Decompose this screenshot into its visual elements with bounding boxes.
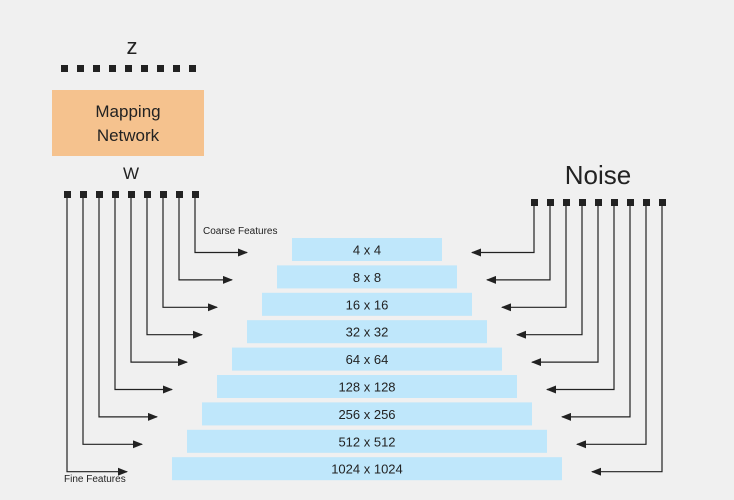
coarse-features-label: Coarse Features [203, 226, 278, 237]
style-arrow [162, 198, 218, 312]
style-arrow [130, 198, 188, 367]
latent-z-label: z [126, 34, 138, 59]
mapping-network-box [52, 90, 204, 156]
noise-arrow [471, 206, 535, 257]
noise-arrow [501, 206, 567, 312]
resolution-label: 16 x 16 [346, 297, 389, 312]
fine-features-label: Fine Features [64, 474, 126, 485]
resolution-block: 64 x 64 [232, 347, 502, 371]
vector-element [144, 191, 151, 198]
style-arrow [98, 198, 158, 421]
vector-element [627, 199, 634, 206]
style-arrow [146, 198, 203, 339]
w-vector [64, 191, 199, 198]
vector-element [141, 65, 148, 72]
resolution-bar [172, 457, 562, 481]
vector-element [579, 199, 586, 206]
w-label: W [122, 164, 140, 183]
noise-arrow [486, 206, 551, 284]
noise-arrow [546, 206, 615, 394]
resolution-bar [217, 375, 517, 398]
resolution-label: 512 x 512 [338, 434, 395, 449]
resolution-block: 1024 x 1024 [172, 457, 562, 481]
vector-element [157, 65, 164, 72]
resolution-block: 256 x 256 [202, 402, 532, 426]
resolution-label: 4 x 4 [353, 243, 381, 258]
resolution-label: 128 x 128 [338, 380, 395, 395]
vector-element [643, 199, 650, 206]
style-arrow [66, 198, 128, 476]
vector-element [160, 191, 167, 198]
vector-element [659, 199, 666, 206]
vector-element [80, 191, 87, 198]
vector-element [547, 199, 554, 206]
noise-vector [531, 199, 666, 206]
vector-element [563, 199, 570, 206]
vector-element [125, 65, 132, 72]
resolution-label: 1024 x 1024 [331, 462, 403, 477]
vector-element [93, 65, 100, 72]
resolution-block: 512 x 512 [187, 429, 547, 453]
vector-element [64, 191, 71, 198]
resolution-bar [292, 238, 442, 261]
resolution-bar [277, 265, 457, 289]
vector-element [189, 65, 196, 72]
noise-arrow [561, 206, 631, 421]
vector-element [611, 199, 618, 206]
resolution-bar [247, 320, 487, 344]
vector-element [77, 65, 84, 72]
resolution-block: 32 x 32 [247, 320, 487, 344]
style-arrow [82, 198, 143, 449]
resolution-bar [187, 429, 547, 453]
resolution-bar [232, 347, 502, 371]
vector-element [595, 199, 602, 206]
mapping-network-label: Mapping Network [95, 102, 161, 145]
vector-element [112, 191, 119, 198]
resolution-label: 8 x 8 [353, 270, 381, 285]
resolution-label: 64 x 64 [346, 352, 389, 367]
resolution-label: 256 x 256 [338, 407, 395, 422]
style-arrow [178, 198, 233, 284]
latent-z-vector [61, 65, 196, 72]
resolution-block: 128 x 128 [217, 375, 517, 398]
vector-element [96, 191, 103, 198]
noise-arrow [591, 206, 663, 476]
vector-element [531, 199, 538, 206]
vector-element [61, 65, 68, 72]
noise-label: Noise [564, 160, 632, 190]
noise-arrow [576, 206, 647, 449]
vector-element [192, 191, 199, 198]
vector-element [176, 191, 183, 198]
resolution-block: 16 x 16 [262, 292, 472, 316]
vector-element [109, 65, 116, 72]
resolution-bar [262, 292, 472, 316]
resolution-block: 4 x 4 [292, 238, 442, 261]
noise-arrow [516, 206, 583, 339]
vector-element [173, 65, 180, 72]
resolution-block: 8 x 8 [277, 265, 457, 289]
style-arrow [194, 198, 248, 257]
style-arrow [114, 198, 173, 394]
resolution-bar [202, 402, 532, 426]
noise-arrow [531, 206, 599, 367]
resolution-label: 32 x 32 [346, 325, 389, 340]
vector-element [128, 191, 135, 198]
